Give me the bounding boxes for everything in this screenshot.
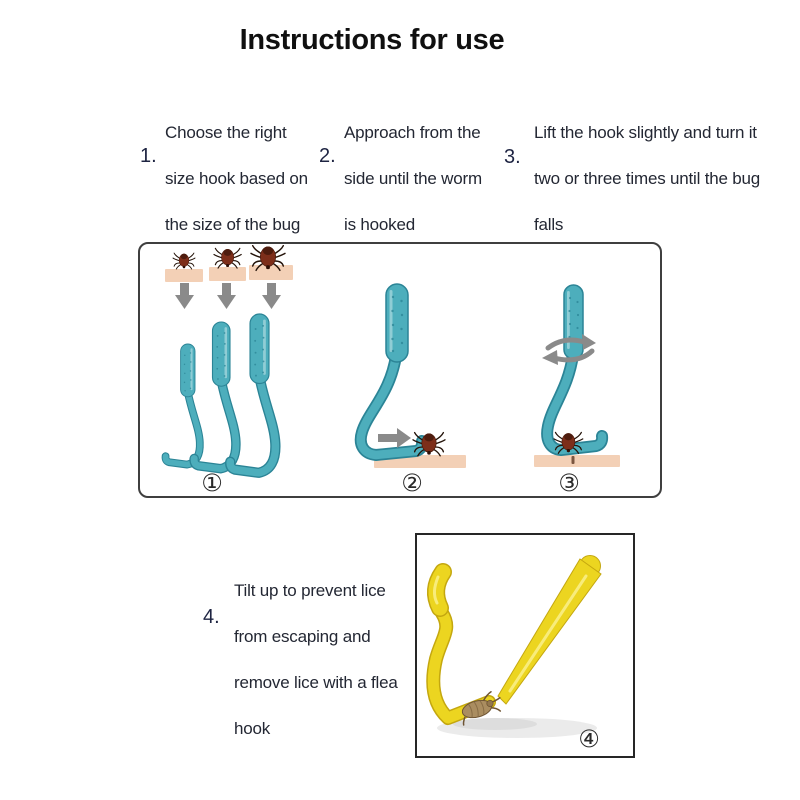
yellow-hook-straight bbox=[497, 555, 602, 705]
step-text-line: the size of the bug bbox=[165, 215, 301, 234]
panel-2-approach bbox=[354, 283, 466, 468]
down-arrow-icon bbox=[175, 283, 194, 309]
step-text-line: hook bbox=[234, 719, 271, 738]
page-title: Instructions for use bbox=[239, 24, 505, 56]
step-1-text: Choose the right size hook based on the … bbox=[165, 110, 308, 248]
panel-1-size-chart bbox=[165, 244, 293, 473]
step-text-line: is hooked bbox=[344, 215, 415, 234]
tick-icon bbox=[213, 247, 242, 269]
step-3-text: Lift the hook slightly and turn it two o… bbox=[534, 110, 760, 248]
hook-usage-illustration bbox=[140, 244, 620, 496]
skin-strip bbox=[209, 267, 246, 281]
step-1-number: 1. bbox=[140, 145, 157, 167]
hook-illustration-small bbox=[166, 344, 200, 465]
down-arrow-icon bbox=[262, 283, 281, 309]
step-3-number: 3. bbox=[504, 146, 521, 168]
skin-strip bbox=[165, 269, 203, 282]
step-text-line: Approach from the bbox=[344, 123, 481, 142]
step-text-line: size hook based on bbox=[165, 169, 308, 188]
rotate-arrows-icon bbox=[542, 334, 596, 365]
wound-mark bbox=[571, 456, 575, 464]
step-4-text: Tilt up to prevent lice from escaping an… bbox=[234, 568, 398, 752]
step-2-number: 2. bbox=[319, 145, 336, 167]
step-2-text: Approach from the side until the worm is… bbox=[344, 110, 482, 248]
skin-strip bbox=[249, 265, 293, 280]
step-text-line: remove lice with a flea bbox=[234, 673, 398, 692]
panel-label-3: ③ bbox=[558, 469, 580, 497]
skin-strip bbox=[534, 455, 620, 467]
yellow-hook-curved bbox=[426, 563, 496, 725]
tick-icon bbox=[172, 252, 196, 270]
step-text-line: Choose the right bbox=[165, 123, 287, 142]
step-text-line: side until the worm bbox=[344, 169, 482, 188]
flea-hook-photo bbox=[426, 555, 602, 738]
step-text-line: two or three times until the bug bbox=[534, 169, 761, 188]
step-text-line: Tilt up to prevent lice bbox=[234, 581, 386, 600]
instruction-figure-box: ① ② ③ bbox=[138, 242, 662, 498]
step-4-number: 4. bbox=[203, 606, 220, 628]
step-text-line: falls bbox=[534, 215, 564, 234]
step-text-line: Lift the hook slightly and turn it bbox=[534, 123, 757, 142]
panel-label-1: ① bbox=[201, 469, 223, 497]
louse-icon bbox=[461, 691, 502, 726]
panel-label-2: ② bbox=[401, 469, 423, 497]
hook-illustration bbox=[541, 284, 609, 456]
step-text-line: from escaping and bbox=[234, 627, 371, 646]
photo-shadow bbox=[437, 718, 597, 738]
panel-3-turn bbox=[534, 284, 620, 467]
hook-illustration bbox=[354, 283, 429, 461]
panel-label-4: ④ bbox=[578, 725, 600, 753]
flea-hook-photo-box: ④ bbox=[415, 533, 635, 758]
down-arrow-icon bbox=[217, 283, 236, 309]
right-arrow-icon bbox=[378, 428, 411, 448]
